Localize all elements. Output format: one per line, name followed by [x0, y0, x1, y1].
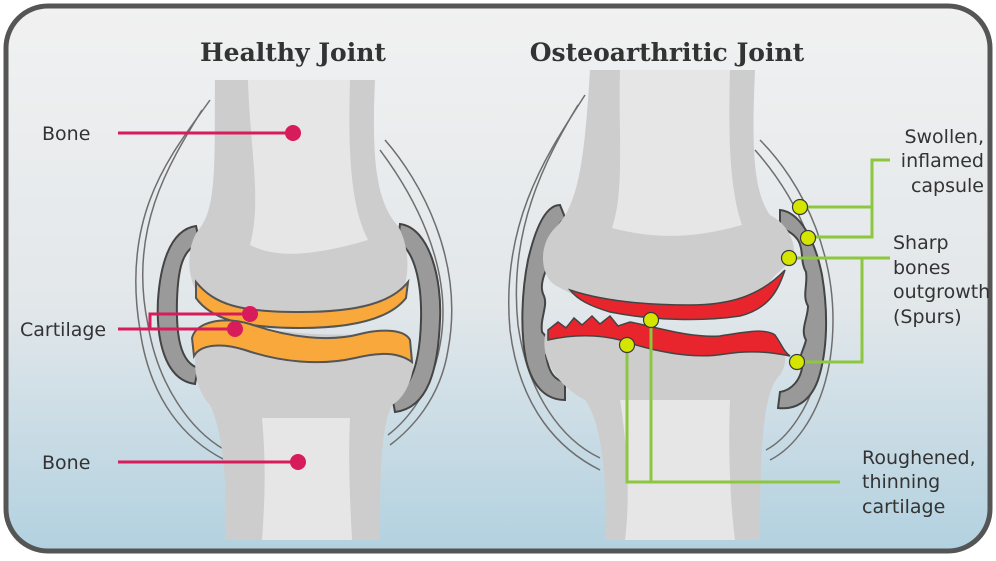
- bone-top-dot: [285, 125, 301, 141]
- svg-text:thinning: thinning: [862, 471, 940, 493]
- cartilage-dot-lower: [227, 321, 243, 337]
- svg-text:Roughened,: Roughened,: [862, 447, 976, 469]
- cartilage-dot-1: [644, 313, 659, 328]
- healthy-lower-bone-core: [262, 418, 352, 540]
- osteoarthritic-joint-title: Osteoarthritic Joint: [530, 38, 805, 67]
- bone-bottom-dot: [290, 454, 306, 470]
- spur-dot-2: [790, 355, 805, 370]
- svg-text:cartilage: cartilage: [862, 496, 945, 518]
- osteo-upper-bone-core: [612, 70, 742, 236]
- svg-text:inflamed: inflamed: [901, 150, 984, 172]
- healthy-joint-title: Healthy Joint: [200, 38, 386, 67]
- svg-text:bones: bones: [893, 257, 950, 279]
- osteo-lower-bone-core: [620, 400, 735, 540]
- svg-text:(Spurs): (Spurs): [893, 306, 962, 328]
- svg-text:outgrowth: outgrowth: [893, 281, 990, 303]
- capsule-label: Swollen, inflamed capsule: [901, 126, 984, 197]
- cartilage-dot-2: [620, 338, 635, 353]
- svg-text:capsule: capsule: [911, 175, 984, 197]
- panel-frame: [6, 6, 990, 551]
- svg-text:Sharp: Sharp: [893, 232, 949, 254]
- svg-text:Swollen,: Swollen,: [904, 126, 984, 148]
- capsule-dot-2: [801, 231, 816, 246]
- cartilage-dot-upper: [242, 306, 258, 322]
- spur-dot-1: [782, 251, 797, 266]
- bone-bottom-label: Bone: [42, 452, 90, 474]
- cartilage-label: Cartilage: [20, 319, 106, 341]
- bone-top-label: Bone: [42, 123, 90, 145]
- capsule-dot-1: [793, 200, 808, 215]
